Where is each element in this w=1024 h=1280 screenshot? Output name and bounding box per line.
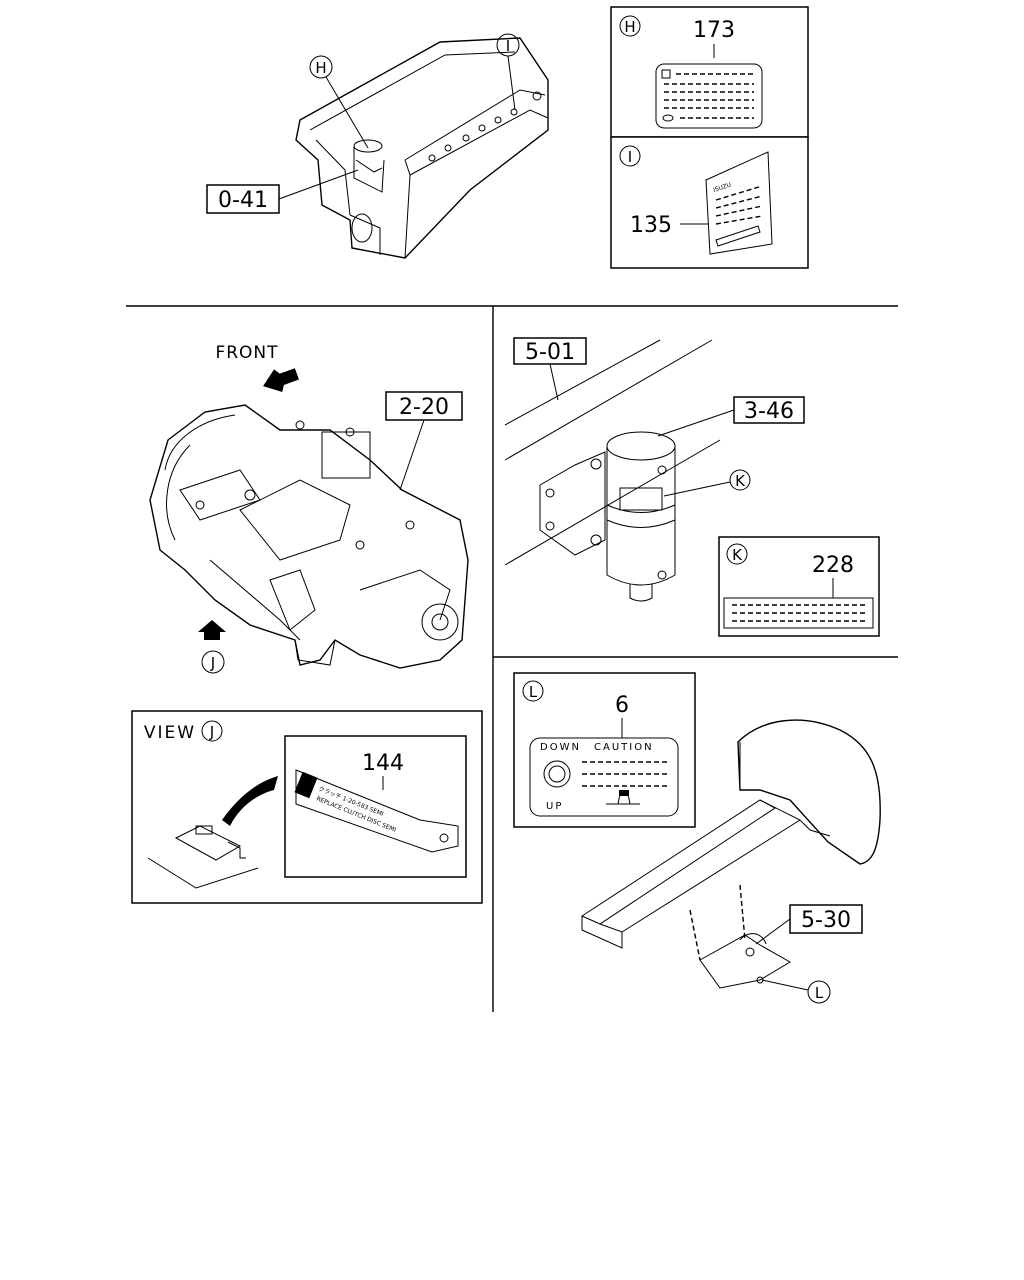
label-l-sticker	[529, 737, 679, 817]
view-j-title: VIEW	[144, 723, 196, 743]
ref-5-30[interactable]: 5-30	[755, 904, 863, 945]
view-j-part-no: 144	[362, 751, 404, 776]
section-dividers	[126, 305, 898, 1012]
label-l-panel: L 6 DOWN CAUTION UP	[513, 672, 696, 828]
view-j-letter: J	[209, 723, 214, 741]
ref-3-46[interactable]: 3-46	[657, 396, 805, 437]
front-indicator: FRONT	[215, 343, 299, 392]
filter-illustration	[504, 339, 721, 602]
callout-i-engine: I	[496, 33, 520, 111]
ref-3-46-label: 3-46	[744, 399, 794, 424]
view-j-arrow-icon	[198, 620, 226, 640]
ref-0-41[interactable]: 0-41	[206, 169, 359, 214]
engine-illustration	[295, 37, 549, 259]
label-i-panel: I 135 ISUZU	[610, 136, 809, 269]
transmission-illustration	[149, 404, 469, 669]
label-l-part-no: 6	[615, 693, 629, 718]
front-arrow-icon	[263, 368, 299, 392]
cab-illustration	[580, 719, 881, 989]
ref-5-01[interactable]: 5-01	[513, 337, 587, 401]
callout-h-letter: H	[315, 59, 326, 77]
ref-5-30-label: 5-30	[801, 908, 851, 933]
ref-5-01-label: 5-01	[525, 340, 575, 365]
callout-l-letter: L	[815, 984, 824, 1002]
callout-j-letter: J	[210, 654, 215, 672]
label-h-sticker	[655, 63, 763, 129]
label-l-letter: L	[529, 683, 538, 701]
callout-k-letter: K	[735, 472, 746, 490]
label-l-dial-icon	[543, 760, 571, 788]
label-h-letter: H	[624, 18, 635, 36]
label-k-part-no: 228	[812, 553, 854, 578]
label-i-letter: I	[628, 148, 632, 166]
callout-k-filter: K	[663, 469, 751, 497]
label-i-sticker	[705, 151, 773, 255]
callout-j-transmission: J	[198, 620, 226, 674]
label-k-sticker	[723, 597, 874, 629]
ref-0-41-label: 0-41	[218, 188, 268, 213]
label-k-panel: K 228	[718, 536, 880, 637]
ref-2-20-label: 2-20	[399, 395, 449, 420]
label-k-letter: K	[732, 546, 743, 564]
front-label: FRONT	[215, 343, 278, 363]
ref-2-20[interactable]: 2-20	[385, 391, 463, 491]
callout-l-cab: L	[761, 979, 831, 1004]
label-l-up-text: UP	[546, 801, 563, 812]
callout-h-engine: H	[309, 55, 369, 149]
view-j-plate	[295, 769, 459, 853]
label-l-caution-text: CAUTION	[594, 742, 654, 753]
view-j-panel: VIEW J 144 クラッチ 1-20-583 SEMI REPLACE CL…	[131, 710, 483, 904]
label-l-down-text: DOWN	[540, 742, 581, 753]
view-j-pointer-icon	[222, 776, 278, 826]
label-h-part-no: 173	[693, 18, 735, 43]
label-i-part-no: 135	[630, 213, 672, 238]
callout-i-letter: I	[506, 37, 510, 55]
label-h-panel: H 173	[610, 6, 809, 138]
